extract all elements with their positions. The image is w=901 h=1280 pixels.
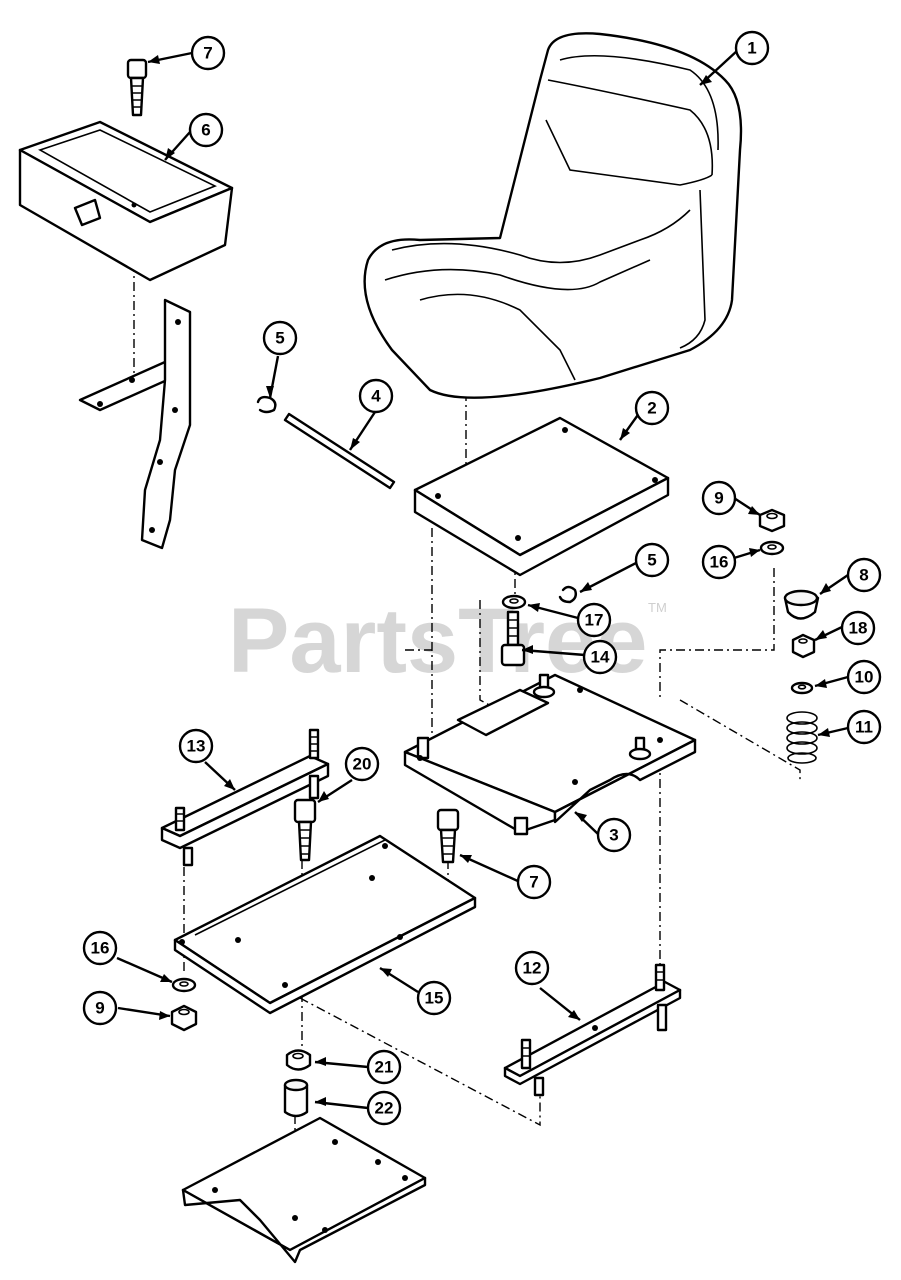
svg-text:5: 5 [647,551,656,570]
washer-part-10 [790,681,814,695]
bolt-part [126,58,148,117]
svg-text:7: 7 [203,44,212,63]
svg-text:16: 16 [710,553,729,572]
svg-text:10: 10 [855,668,874,687]
callout-7-bottom: 7 [516,864,552,900]
callout-10: 10 [846,659,882,695]
callout-13: 13 [178,728,214,764]
callout-15: 15 [416,980,452,1016]
svg-text:18: 18 [849,619,868,638]
bolt-part-20 [293,798,317,862]
callout-21: 21 [366,1049,402,1085]
tool-tray-part [18,120,234,282]
grommet-part [285,1049,312,1071]
nut-part-9-left [170,1004,198,1032]
svg-text:3: 3 [609,826,618,845]
svg-text:2: 2 [647,399,656,418]
callout-8: 8 [846,557,882,593]
svg-text:17: 17 [585,611,604,630]
e-clip-parts [256,395,578,604]
tray-bracket-part [78,298,192,550]
base-studs [532,673,652,761]
callout-18: 18 [840,610,876,646]
nut-part-9 [758,508,786,533]
frame-bracket-part [181,1116,427,1264]
bolt-part-lower [436,808,460,864]
callout-leaders [116,49,849,1110]
callout-20: 20 [344,746,380,782]
callout-9-right: 9 [701,480,737,516]
washer-part-16 [759,540,785,556]
callout-4: 4 [358,378,394,414]
bolt-part-14 [500,610,526,667]
svg-text:21: 21 [375,1058,394,1077]
rod-part [283,412,396,490]
svg-text:20: 20 [353,755,372,774]
svg-text:1: 1 [747,39,756,58]
callout-2: 2 [634,390,670,426]
watermark-tm: TM [648,600,667,615]
callout-5-right: 5 [634,542,670,578]
callout-7-top: 7 [190,35,226,71]
svg-text:9: 9 [95,999,104,1018]
watermark-text: PartsTree [228,590,647,692]
knob-part [783,589,820,620]
callout-1: 1 [734,30,770,66]
svg-text:16: 16 [91,939,110,958]
seat-part [363,32,743,399]
callout-3: 3 [596,817,632,853]
front-bar-part [160,728,330,867]
callout-6: 6 [188,112,224,148]
svg-text:15: 15 [425,989,444,1008]
seat-base-part [403,673,697,836]
svg-text:12: 12 [523,959,542,978]
spacer-part [283,1078,309,1118]
callout-16-right: 16 [701,544,737,580]
washer-part-17 [501,594,527,610]
callout-16-left: 16 [82,930,118,966]
svg-text:9: 9 [714,489,723,508]
svg-text:7: 7 [529,873,538,892]
svg-text:8: 8 [859,566,868,585]
svg-text:11: 11 [855,718,873,737]
callout-22: 22 [366,1090,402,1126]
nut-part-18 [791,633,816,659]
seat-plate-part [413,416,670,577]
svg-text:4: 4 [371,387,381,406]
svg-text:13: 13 [187,737,206,756]
mounting-plate-part [173,834,477,1015]
svg-text:22: 22 [375,1099,394,1118]
callouts: 1 2 3 4 5 5 6 7 7 8 9 9 10 11 12 13 14 1… [82,30,882,1126]
svg-text:5: 5 [275,329,284,348]
washer-part-16-left [171,977,197,993]
svg-text:14: 14 [591,648,610,667]
callout-17: 17 [576,602,612,638]
callout-9-left: 9 [82,990,118,1026]
callout-14: 14 [582,639,618,675]
callout-12: 12 [514,950,550,986]
callout-5-left: 5 [262,320,298,356]
svg-text:6: 6 [201,121,210,140]
spring-part [786,711,818,764]
callout-11: 11 [846,709,882,745]
rear-bar-part [503,963,682,1097]
